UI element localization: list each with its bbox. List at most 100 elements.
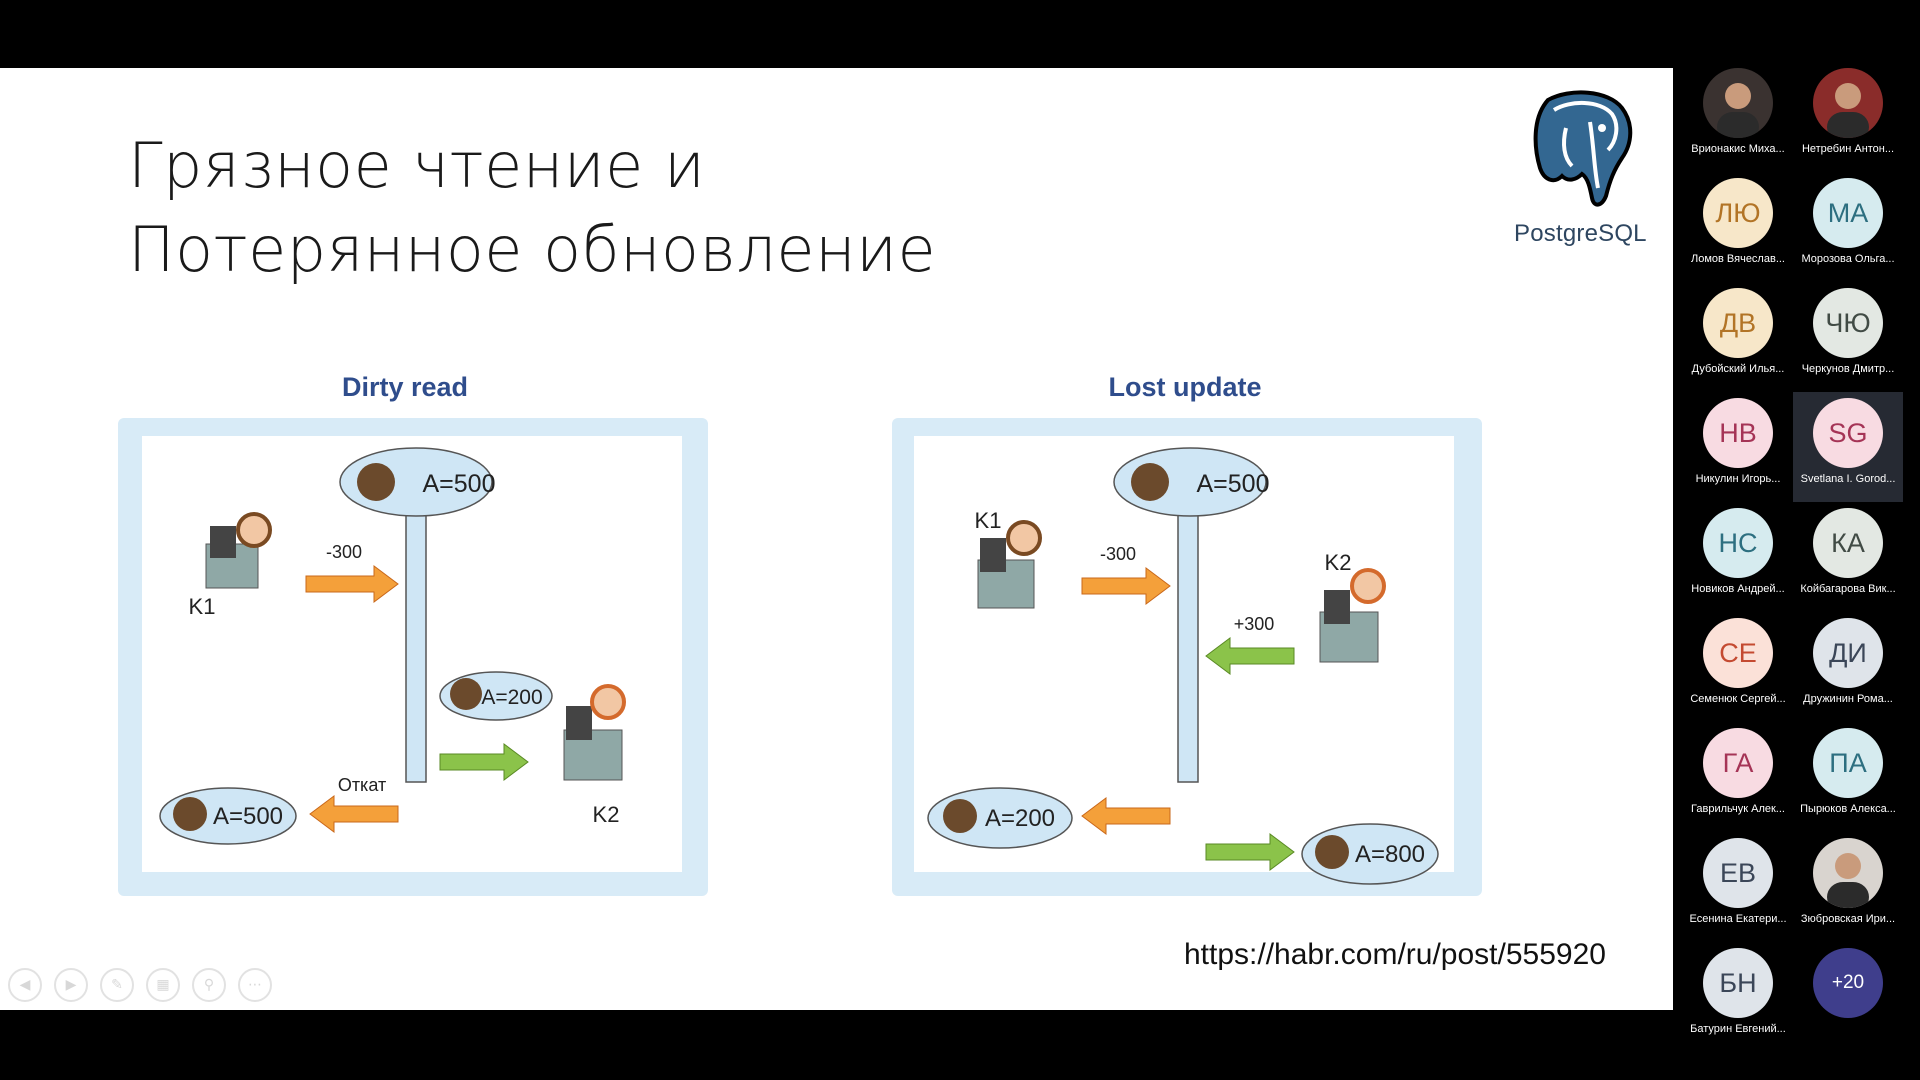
result2-arrow (1205, 833, 1295, 871)
participant-name: Нетребин Антон... (1801, 143, 1895, 155)
avatar-initials: ДВ (1703, 288, 1773, 358)
participant-name: Семенюк Сергей... (1690, 693, 1786, 705)
avatar-photo (1813, 68, 1883, 138)
money-bag-icon (1131, 463, 1169, 501)
result1-value: A=200 (985, 805, 1055, 832)
dirty-read-diagram: A=500 K1 -300 A=200 K2 Откат A=500 (118, 418, 708, 896)
money-bag-icon (357, 463, 395, 501)
presentation-slide: Грязное чтение и Потерянное обновление P… (0, 68, 1673, 1010)
participant-tile[interactable]: ПА Пырюков Алекса... (1793, 722, 1903, 832)
pen-icon[interactable]: ✎ (100, 968, 134, 1002)
more-participants-button[interactable]: +20 (1793, 942, 1903, 1052)
participant-tile[interactable]: Зюбровская Ири... (1793, 832, 1903, 942)
participant-tile[interactable]: ЕВ Есенина Екатери... (1683, 832, 1793, 942)
client1-label: K1 (975, 508, 1002, 533)
participant-tile[interactable]: Врионакис Миха... (1683, 62, 1793, 172)
result2-value: A=800 (1355, 841, 1425, 868)
avatar-initials: SG (1813, 398, 1883, 468)
participant-name: Морозова Ольга... (1801, 253, 1895, 265)
timeline-bar (405, 479, 427, 783)
slide-navigation: ◀ ▶ ✎ ▦ ⚲ ⋯ (8, 968, 272, 1002)
avatar-initials: НС (1703, 508, 1773, 578)
avatar-initials: ГА (1703, 728, 1773, 798)
client2-label: K2 (593, 802, 620, 827)
next-icon[interactable]: ▶ (54, 968, 88, 1002)
participant-tile[interactable]: МА Морозова Ольга... (1793, 172, 1903, 282)
participant-name: Никулин Игорь... (1695, 473, 1781, 485)
participant-name: Батурин Евгений... (1690, 1023, 1786, 1035)
avatar-initials: +20 (1813, 948, 1883, 1018)
participant-name: Гаврильчук Алек... (1691, 803, 1785, 815)
op1-arrow (1081, 567, 1171, 605)
money-bag-icon-3 (173, 797, 207, 831)
client2-computer-icon (563, 684, 626, 781)
lost-update-diagram: A=500 K1 -300 K2 +300 A=200 A=800 (892, 418, 1482, 896)
participant-tile[interactable]: ДВ Дубойский Илья... (1683, 282, 1793, 392)
avatar-initials: ЕВ (1703, 838, 1773, 908)
participant-tile[interactable]: SG Svetlana I. Gorod... (1793, 392, 1903, 502)
op1-label: -300 (326, 542, 362, 562)
participant-tile[interactable]: ДИ Дружинин Рома... (1793, 612, 1903, 722)
client1-label: K1 (189, 594, 216, 619)
participant-tile[interactable]: БН Батурин Евгений... (1683, 942, 1793, 1052)
participant-name: Черкунов Дмитр... (1801, 363, 1895, 375)
postgresql-logo: PostgreSQL (1510, 88, 1660, 247)
client2-computer-icon (1319, 568, 1386, 663)
client1-computer-icon (205, 512, 272, 589)
mid-value: A=200 (481, 686, 542, 709)
avatar-initials: ЛЮ (1703, 178, 1773, 248)
db-value: A=500 (1197, 470, 1270, 498)
participant-tile[interactable]: НВ Никулин Игорь... (1683, 392, 1793, 502)
op1-label: -300 (1100, 544, 1136, 564)
rollback-arrow (309, 795, 399, 833)
result1-arrow (1081, 797, 1171, 835)
avatar-initials: КА (1813, 508, 1883, 578)
avatar-initials: ПА (1813, 728, 1883, 798)
participant-name: Svetlana I. Gorod... (1800, 473, 1896, 485)
avatar-initials: ДИ (1813, 618, 1883, 688)
avatar-photo (1703, 68, 1773, 138)
elephant-icon (1533, 90, 1633, 207)
slide-title-line1: Грязное чтение и (128, 129, 706, 202)
participant-name: Дружинин Рома... (1803, 693, 1893, 705)
participant-tile[interactable]: КА Койбагарова Вик... (1793, 502, 1903, 612)
participant-tile[interactable]: ЧЮ Черкунов Дмитр... (1793, 282, 1903, 392)
op2-label: +300 (1234, 614, 1275, 634)
participant-name: Дубойский Илья... (1691, 363, 1785, 375)
avatar-initials: БН (1703, 948, 1773, 1018)
timeline-bar (1177, 479, 1199, 783)
dirty-read-heading: Dirty read (341, 372, 469, 402)
rollback-label: Откат (338, 775, 386, 795)
participant-name: Есенина Екатери... (1689, 913, 1787, 925)
read-arrow (439, 743, 529, 781)
avatar-initials: НВ (1703, 398, 1773, 468)
participant-name: Врионакис Миха... (1691, 143, 1785, 155)
avatar-initials: МА (1813, 178, 1883, 248)
participant-name: Койбагарова Вик... (1800, 583, 1896, 595)
more-icon[interactable]: ⋯ (238, 968, 272, 1002)
client2-label: K2 (1325, 550, 1352, 575)
prev-icon[interactable]: ◀ (8, 968, 42, 1002)
avatar-initials: ЧЮ (1813, 288, 1883, 358)
lost-update-heading: Lost update (1108, 372, 1262, 402)
avatar-photo (1813, 838, 1883, 908)
op2-arrow (1205, 637, 1295, 675)
client1-computer-icon (977, 520, 1042, 609)
final-value: A=500 (213, 803, 283, 830)
zoom-icon[interactable]: ⚲ (192, 968, 226, 1002)
money-bag-icon-3 (1315, 835, 1349, 869)
participant-name: Зюбровская Ири... (1800, 913, 1896, 925)
participant-name: Пырюков Алекса... (1800, 803, 1896, 815)
db-value: A=500 (423, 470, 496, 498)
participant-tile[interactable]: ЛЮ Ломов Вячеслав... (1683, 172, 1793, 282)
slides-icon[interactable]: ▦ (146, 968, 180, 1002)
slide-title-line2: Потерянное обновление (128, 213, 937, 286)
participant-tile[interactable]: Нетребин Антон... (1793, 62, 1903, 172)
slide-title: Грязное чтение и Потерянное обновление (128, 124, 1228, 292)
participant-name: Ломов Вячеслав... (1691, 253, 1785, 265)
participant-tile[interactable]: ГА Гаврильчук Алек... (1683, 722, 1793, 832)
logo-text: PostgreSQL (1514, 220, 1647, 247)
source-link[interactable]: https://habr.com/ru/post/555920 (1184, 938, 1606, 971)
